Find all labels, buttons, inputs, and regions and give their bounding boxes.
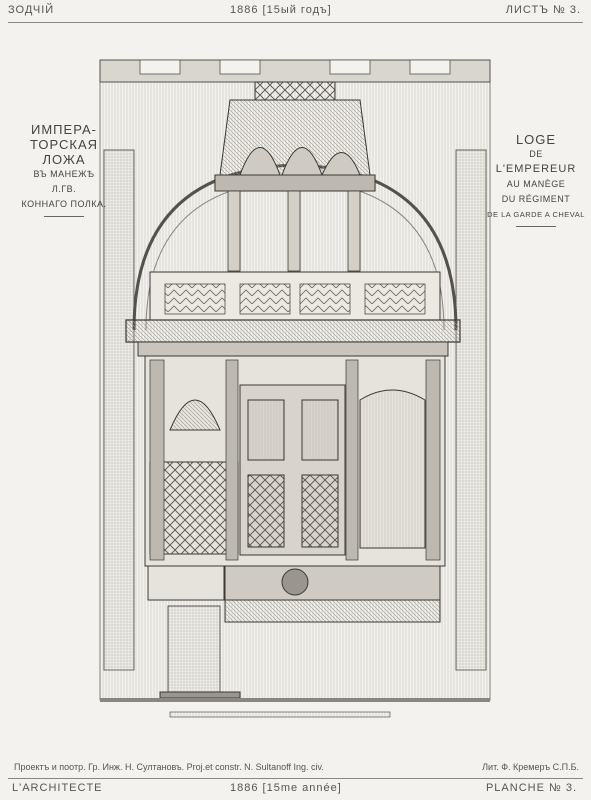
left-caption-line5: Л.ГВ. [51, 184, 77, 194]
canopy-gables [239, 147, 361, 176]
stair-landing [147, 565, 225, 601]
left-caption-rule [44, 216, 84, 217]
lower-corbel [224, 599, 441, 623]
right-arched-panel [359, 389, 426, 549]
canopy-beam [214, 174, 376, 192]
footer-plate-number: PLANCHE № 3. [485, 782, 577, 794]
left-caption-line3: ЛОЖА [42, 152, 86, 167]
door-panel-left [247, 474, 285, 548]
right-caption-line6: DE LA GARDE A CHEVAL [487, 210, 585, 219]
right-pilaster [455, 149, 487, 671]
header-rule [8, 22, 583, 23]
frieze [137, 341, 449, 357]
header-left-title: ЗОДЧІЙ [8, 4, 55, 16]
left-caption-line2: ТОРСКАЯ [29, 137, 98, 152]
stair-base [159, 691, 241, 699]
header-year: 1886 [15ый годъ] [230, 4, 332, 16]
right-caption: LOGE DE L'EMPEREUR AU MANÈGE DU RÉGIMENT… [486, 132, 586, 227]
left-pilaster [103, 149, 135, 671]
footer-rule [8, 778, 583, 779]
left-turret-roof [169, 399, 221, 431]
left-caption-line4: ВЪ МАНЕЖѢ [33, 169, 95, 179]
right-caption-line1: LOGE [515, 132, 557, 147]
right-caption-line4: AU MANÈGE [506, 179, 566, 189]
canopy-crest [254, 81, 336, 101]
footer-year: 1886 [15me année] [230, 782, 342, 794]
scale-bar [169, 711, 391, 718]
left-caption-line1: ИМПЕРА- [31, 122, 97, 137]
window-right [301, 399, 339, 461]
left-caption: ИМПЕРА- ТОРСКАЯ ЛОЖА ВЪ МАНЕЖѢ Л.ГВ. КОН… [18, 122, 110, 217]
credit-right: Лит. Ф. Кремеръ С.П.Б. [482, 762, 579, 772]
staircase [167, 605, 221, 693]
right-caption-line3: L'EMPEREUR [495, 163, 577, 175]
canopy-columns [227, 190, 361, 272]
credit-left: Проектъ и поотр. Гр. Инж. Н. Султановъ. … [14, 762, 324, 772]
right-caption-line5: DU RÉGIMENT [501, 194, 571, 204]
lower-panel [224, 565, 441, 601]
left-caption-line6: КОННАГО ПОЛКА. [21, 199, 107, 209]
main-cornice [125, 319, 461, 343]
crenellations [139, 59, 451, 75]
right-caption-line2: DE [529, 149, 543, 159]
right-caption-rule [516, 226, 556, 227]
door-panel-right [301, 474, 339, 548]
window-left [247, 399, 285, 461]
header-sheet-number: ЛИСТЪ № 3. [505, 4, 581, 16]
carved-columns [149, 359, 441, 561]
floor-line [100, 698, 490, 702]
footer-left-title: L'ARCHITECTE [12, 782, 103, 794]
eagle-crest-icon [281, 568, 309, 596]
balustrade-panels [164, 283, 426, 315]
